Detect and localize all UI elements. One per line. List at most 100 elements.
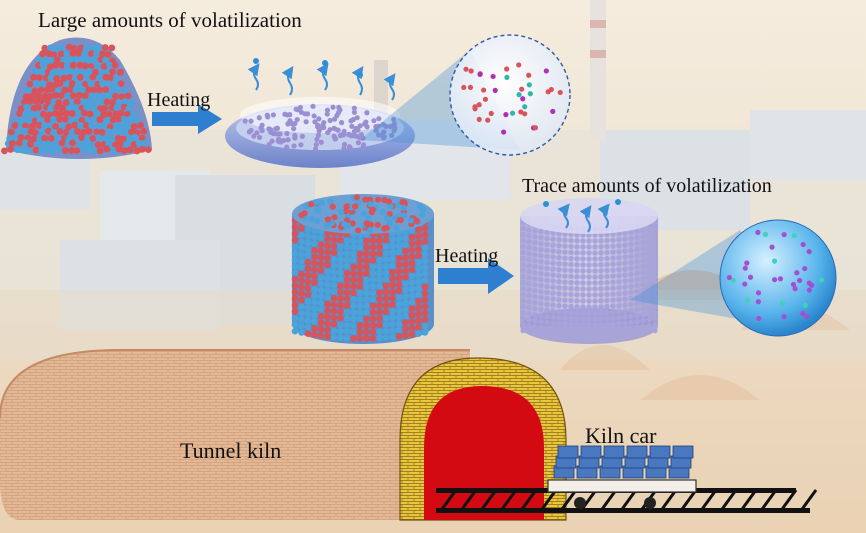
particle: [781, 231, 787, 238]
particle: [652, 327, 658, 334]
particle: [369, 302, 377, 310]
particle: [544, 325, 550, 332]
volatilized-particle-disk: [225, 97, 415, 168]
particle: [610, 297, 616, 303]
particle: [32, 97, 40, 105]
particle: [604, 267, 610, 274]
particle: [369, 257, 377, 264]
particle: [298, 251, 305, 258]
particle: [49, 116, 57, 123]
particle: [382, 256, 390, 263]
particle: [337, 334, 344, 341]
particle: [610, 291, 616, 297]
particle: [652, 297, 658, 304]
particle: [63, 62, 71, 69]
tunnel-kiln: [0, 349, 567, 521]
particle: [60, 56, 68, 64]
particle: [586, 316, 592, 322]
particle: [112, 92, 119, 100]
particle: [520, 315, 526, 322]
particle: [356, 328, 364, 336]
particle: [31, 87, 39, 95]
particle: [382, 334, 390, 341]
particle: [610, 333, 616, 339]
particle: [544, 301, 550, 308]
particle: [634, 282, 640, 289]
particle: [43, 57, 51, 65]
particle: [592, 322, 598, 328]
droplet-markers: [253, 58, 621, 207]
particle: [363, 237, 370, 245]
particle: [111, 61, 119, 69]
particle: [76, 141, 84, 148]
particle: [126, 146, 134, 154]
particle: [106, 123, 114, 130]
particle: [298, 238, 305, 245]
particle: [99, 80, 106, 88]
particle: [415, 226, 422, 233]
particle: [622, 290, 628, 296]
particle: [640, 282, 646, 288]
particle: [408, 266, 416, 273]
rail-sleeper: [798, 489, 818, 513]
particle: [311, 253, 318, 261]
particle: [385, 198, 392, 205]
particle: [610, 273, 616, 279]
particle: [616, 302, 622, 309]
particle: [562, 255, 568, 261]
particle: [532, 324, 538, 330]
particle: [604, 273, 610, 280]
particle: [265, 114, 271, 120]
particle: [22, 122, 29, 130]
particle: [538, 330, 544, 337]
particle: [63, 80, 71, 88]
particle: [634, 228, 640, 235]
particle: [550, 284, 556, 290]
particle: [592, 316, 598, 322]
particle: [330, 301, 338, 308]
particle: [646, 233, 652, 239]
particle: [408, 298, 416, 306]
particle: [356, 250, 364, 258]
rail-sleeper: [598, 489, 618, 513]
particle: [338, 132, 344, 138]
particle: [544, 313, 550, 320]
particle: [298, 316, 305, 323]
particle: [415, 323, 422, 331]
particle: [538, 276, 544, 283]
particle: [628, 247, 634, 254]
particle: [421, 238, 429, 245]
particle: [324, 111, 330, 117]
particle: [106, 61, 113, 69]
particle: [544, 271, 550, 278]
particle: [36, 116, 44, 124]
particle: [285, 137, 291, 143]
particle: [96, 147, 104, 155]
particle: [640, 306, 646, 312]
particle: [330, 294, 338, 302]
particle: [74, 128, 81, 135]
particle: [104, 80, 112, 88]
rail-sleeper: [678, 489, 698, 513]
particle: [574, 298, 580, 304]
particle: [24, 86, 32, 94]
particle: [415, 271, 422, 279]
particle: [312, 119, 318, 125]
particle: [762, 231, 769, 238]
particle: [376, 308, 383, 316]
rail-sleeper: [538, 489, 558, 513]
particle: [363, 283, 370, 290]
particle: [518, 109, 524, 115]
particle: [87, 141, 95, 149]
particle: [532, 246, 538, 252]
particle: [562, 315, 568, 321]
particle: [54, 134, 62, 142]
particle: [47, 134, 55, 142]
particle: [356, 296, 364, 303]
particle: [550, 308, 556, 314]
particle: [314, 217, 321, 225]
particle: [538, 282, 544, 289]
particle: [291, 288, 299, 296]
particle: [421, 225, 429, 232]
particle: [610, 249, 616, 255]
